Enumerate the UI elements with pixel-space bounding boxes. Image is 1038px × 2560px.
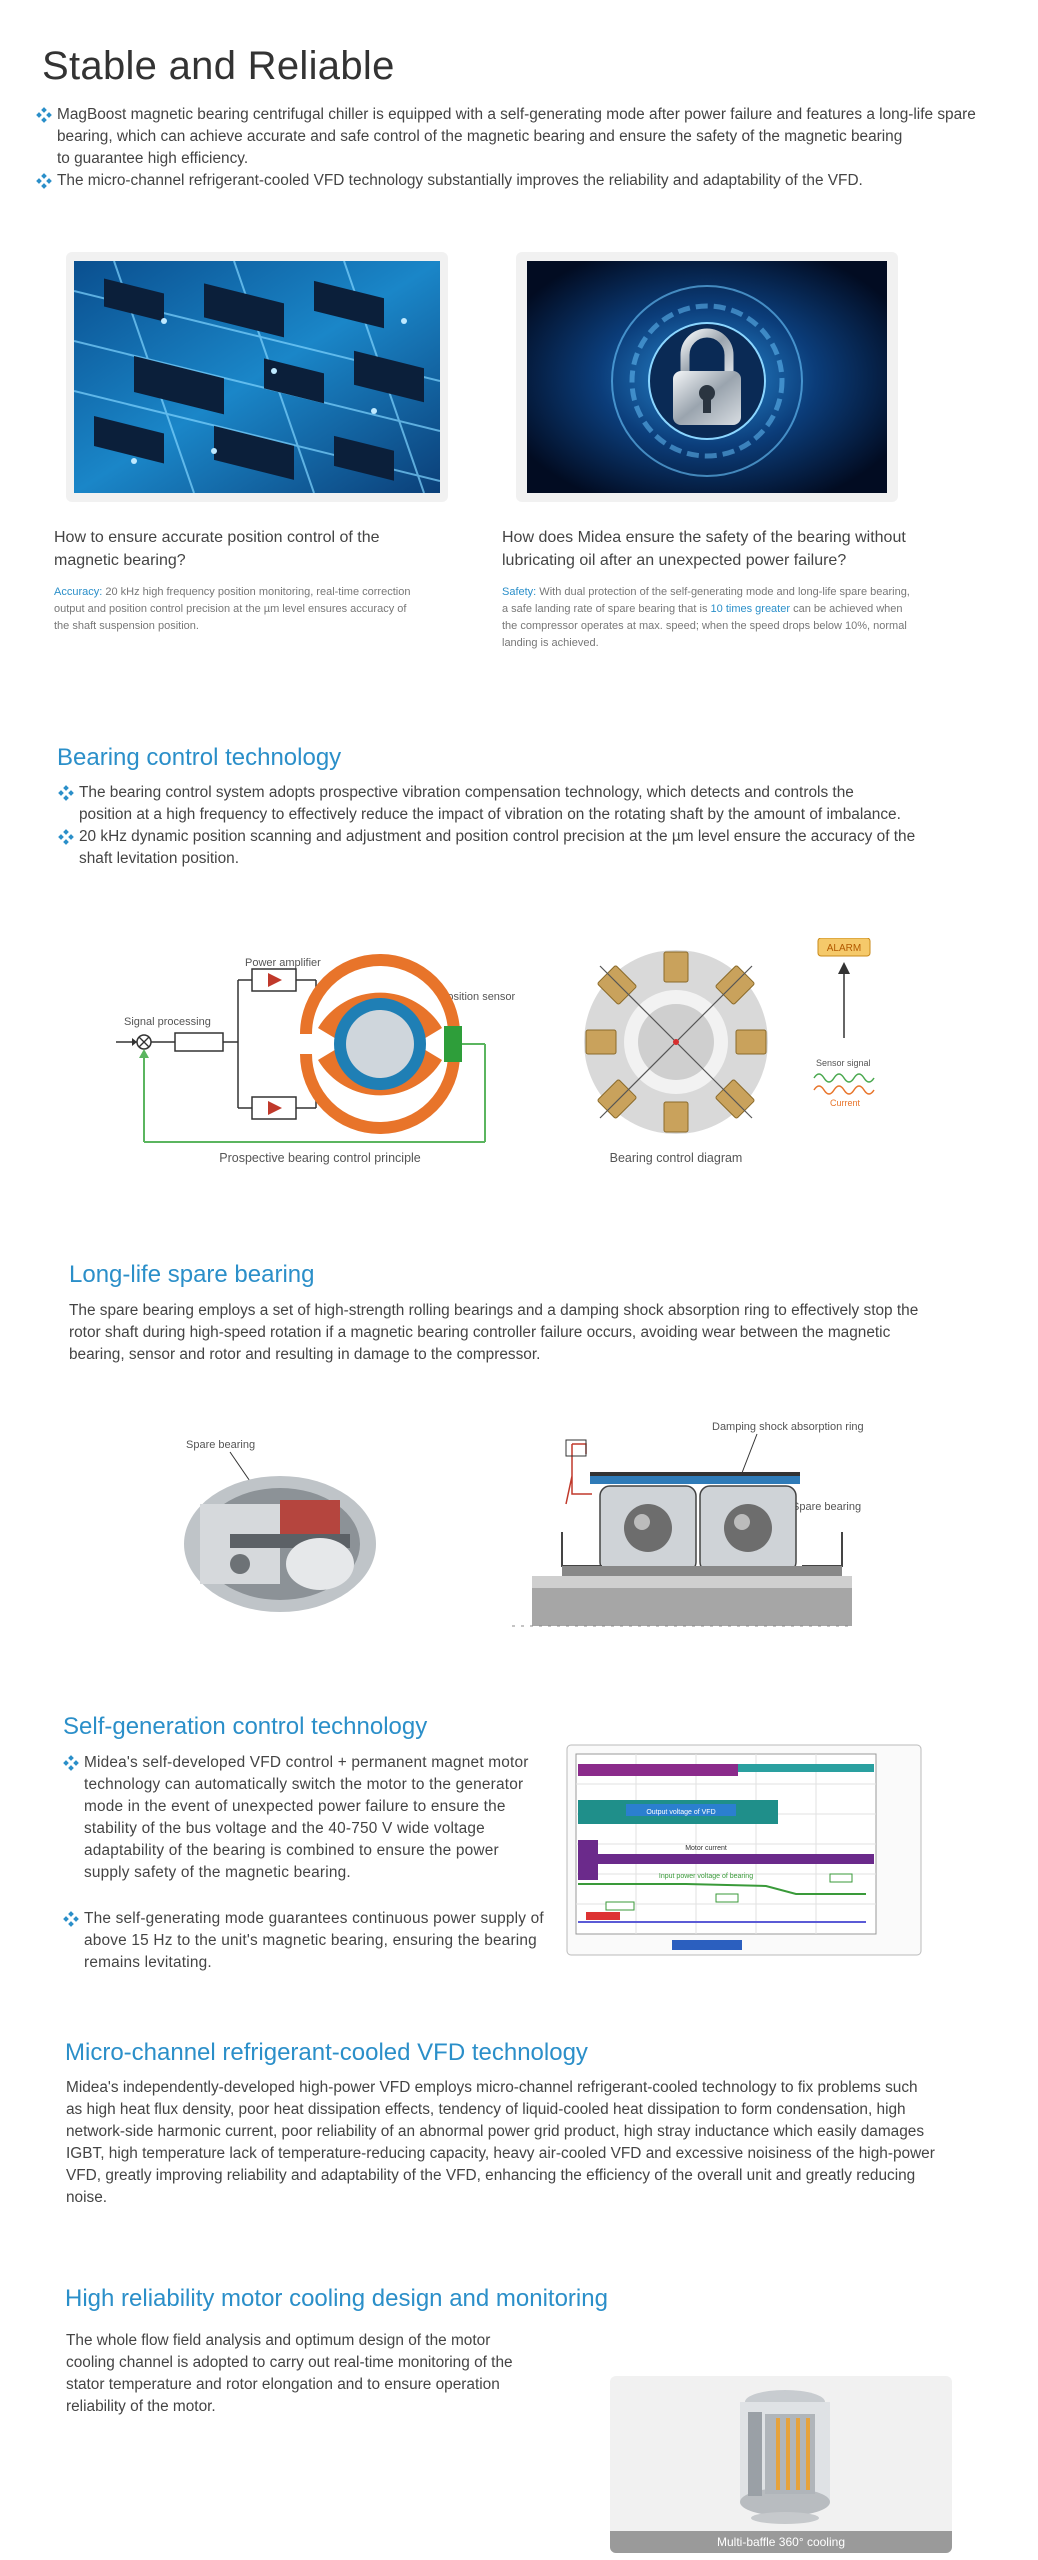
svg-text:ALARM: ALARM	[827, 943, 861, 954]
alarm-indicator	[817, 938, 871, 957]
diagram2-caption: Bearing control diagram	[610, 1151, 743, 1165]
bearing-control-bullets: The bearing control system adopts prospe…	[58, 782, 998, 870]
intro-bullet: The micro-channel refrigerant-cooled VFD…	[36, 170, 1016, 192]
self-generation-bullets: Midea's self-developed VFD control + per…	[63, 1752, 563, 1974]
power-amplifier-label: Power amplifier	[245, 957, 321, 969]
position-sensor	[444, 1026, 462, 1062]
circuit-board-image-card	[66, 252, 448, 502]
bearing-control-bullet: 20 kHz dynamic position scanning and adj…	[58, 826, 998, 870]
amplifier-icon	[268, 973, 282, 987]
diamond-bullet-icon	[36, 107, 52, 123]
spare-bearing-section-diagram: Damping shock absorption ring Spare bear…	[512, 1421, 864, 1627]
motor-cooling-text: The whole flow field analysis and optimu…	[66, 2332, 513, 2415]
self-generation-heading: Self-generation control technology	[63, 1713, 428, 1740]
motor-cooling-heading: High reliability motor cooling design an…	[65, 2285, 608, 2312]
diamond-bullet-icon	[36, 173, 52, 189]
svg-text:Motor current: Motor current	[685, 1845, 727, 1852]
damping-ring-label: Damping shock absorption ring	[712, 1421, 864, 1433]
motor-cooling-caption: Multi-baffle 360° cooling	[717, 2535, 845, 2549]
page-title: Stable and Reliable	[42, 44, 395, 88]
spare-bearing-text: The spare bearing employs a set of high-…	[69, 1302, 919, 1363]
security-lock-image	[527, 261, 887, 493]
sensor-signal-wave	[813, 1073, 875, 1083]
circuit-board-image	[74, 261, 440, 493]
bearing-control-bullet: The bearing control system adopts prospe…	[58, 782, 998, 826]
safety-detail: Safety: With dual protection of the self…	[502, 586, 910, 649]
diamond-bullet-icon	[58, 785, 74, 801]
safety-card-text: How does Midea ensure the safety of the …	[502, 526, 962, 652]
spare-bearing-label-2: Spare bearing	[792, 1501, 861, 1513]
intro-bullet: MagBoost magnetic bearing centrifugal ch…	[36, 104, 1016, 170]
safety-question: How does Midea ensure the safety of the …	[502, 529, 906, 569]
svg-text:Input power voltage of bearing: Input power voltage of bearing	[659, 1873, 753, 1880]
self-generation-bullet: Midea's self-developed VFD control + per…	[63, 1752, 563, 1884]
arrow-up-icon	[838, 962, 850, 974]
bearing-control-principle-diagram: Power amplifier Position sensor Signal p…	[116, 954, 516, 1165]
oscilloscope-screenshot: Output voltage of VFD Motor current Inpu…	[566, 1744, 922, 1956]
accuracy-question: How to ensure accurate position control …	[54, 529, 380, 569]
position-sensor-label: Position sensor	[440, 991, 516, 1003]
motor-cooling-image-card: Multi-baffle 360° cooling	[610, 2376, 952, 2553]
amplifier-icon	[268, 1101, 282, 1115]
bearing-control-heading: Bearing control technology	[57, 744, 342, 771]
spare-bearing-heading: Long-life spare bearing	[69, 1261, 315, 1288]
diamond-bullet-icon	[58, 829, 74, 845]
bearing-control-diagram: ALARM Sensor signal Current Bearing cont…	[584, 938, 875, 1165]
micro-channel-text: Midea's independently-developed high-pow…	[66, 2079, 935, 2206]
diagram1-caption: Prospective bearing control principle	[219, 1151, 421, 1165]
motor-cooling-caption-bar: Multi-baffle 360° cooling	[610, 2531, 952, 2553]
diamond-bullet-icon	[63, 1755, 79, 1771]
intro-bullets: MagBoost magnetic bearing centrifugal ch…	[36, 104, 1016, 192]
current-wave	[813, 1085, 875, 1095]
spare-bearing-label: Spare bearing	[186, 1439, 255, 1451]
signal-processing-block	[174, 1032, 224, 1052]
diamond-bullet-icon	[63, 1911, 79, 1927]
self-generation-bullet: The self-generating mode guarantees cont…	[63, 1908, 563, 1974]
spare-bearing-cutaway-image: Spare bearing	[184, 1439, 376, 1612]
accuracy-card-text: How to ensure accurate position control …	[54, 526, 474, 635]
micro-channel-heading: Micro-channel refrigerant-cooled VFD tec…	[65, 2039, 588, 2066]
accuracy-detail: Accuracy: 20 kHz high frequency position…	[54, 586, 411, 632]
motor-cooling-image	[740, 2390, 830, 2524]
signal-processing-label: Signal processing	[124, 1016, 211, 1028]
security-lock-image-card	[516, 252, 898, 502]
svg-text:Output voltage of VFD: Output voltage of VFD	[646, 1809, 715, 1816]
current-label: Current	[830, 1098, 861, 1108]
sensor-signal-label: Sensor signal	[816, 1058, 871, 1068]
